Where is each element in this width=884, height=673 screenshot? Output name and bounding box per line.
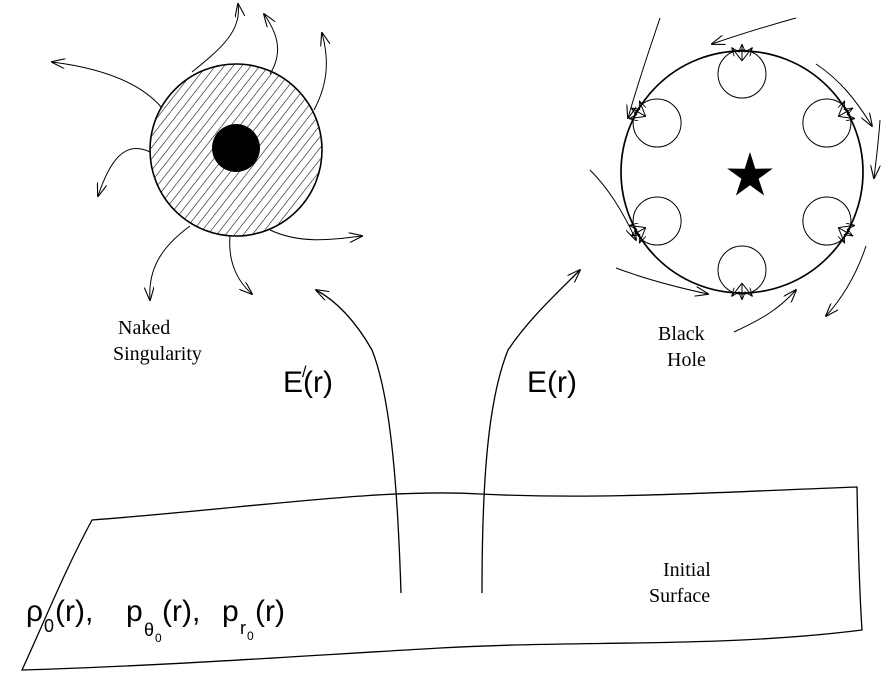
black-hole-group: Black Hole [590, 18, 880, 371]
initial-data-expression: ρ 0 (r), p θ 0 (r), p r 0 (r) [26, 595, 285, 645]
e-prime-text: E(r) [283, 366, 333, 399]
outgoing-ray [150, 226, 190, 300]
outgoing-ray [192, 4, 239, 72]
infalling-ray [712, 18, 796, 44]
black-hole-label-line1: Black [658, 323, 705, 345]
e-prime-evolution-arrow [316, 290, 401, 593]
naked-singularity-label-line1: Naked [118, 317, 170, 339]
p-r-symbol: p [222, 595, 239, 628]
black-hole-label-line2: Hole [667, 349, 706, 371]
p-r-argument: (r) [255, 595, 285, 628]
e-evolution-arrow [482, 270, 580, 593]
outgoing-ray [98, 149, 150, 196]
infalling-ray [734, 290, 796, 332]
p-theta-subsubscript: 0 [155, 631, 162, 645]
outgoing-ray [264, 14, 278, 74]
outgoing-ray [314, 33, 326, 110]
initial-surface [22, 487, 862, 670]
rho-argument: (r), [55, 595, 93, 628]
initial-surface-outline [22, 487, 862, 670]
naked-singularity-label-line2: Singularity [113, 343, 202, 365]
outgoing-ray [270, 230, 362, 240]
p-theta-argument: (r), [162, 595, 200, 628]
outgoing-ray [52, 62, 162, 108]
outgoing-ray [230, 236, 252, 294]
p-theta-symbol: p [126, 595, 143, 628]
infalling-ray [826, 246, 866, 316]
e-label: E(r) [527, 366, 577, 399]
p-theta-subscript: θ [144, 620, 154, 640]
initial-surface-label-line2: Surface [649, 585, 710, 607]
p-r-subscript: r [240, 618, 246, 638]
e-prime-mark: / [302, 364, 307, 381]
e-prime-label: E(r) / [283, 364, 333, 399]
naked-singularity-core [212, 124, 260, 172]
infalling-ray [874, 120, 880, 178]
rho-symbol: ρ [26, 595, 43, 628]
initial-surface-label-line1: Initial [663, 559, 711, 581]
naked-singularity-group: Naked Singularity [52, 4, 362, 365]
p-r-subsubscript: 0 [247, 629, 254, 643]
rho-subscript: 0 [44, 616, 54, 636]
